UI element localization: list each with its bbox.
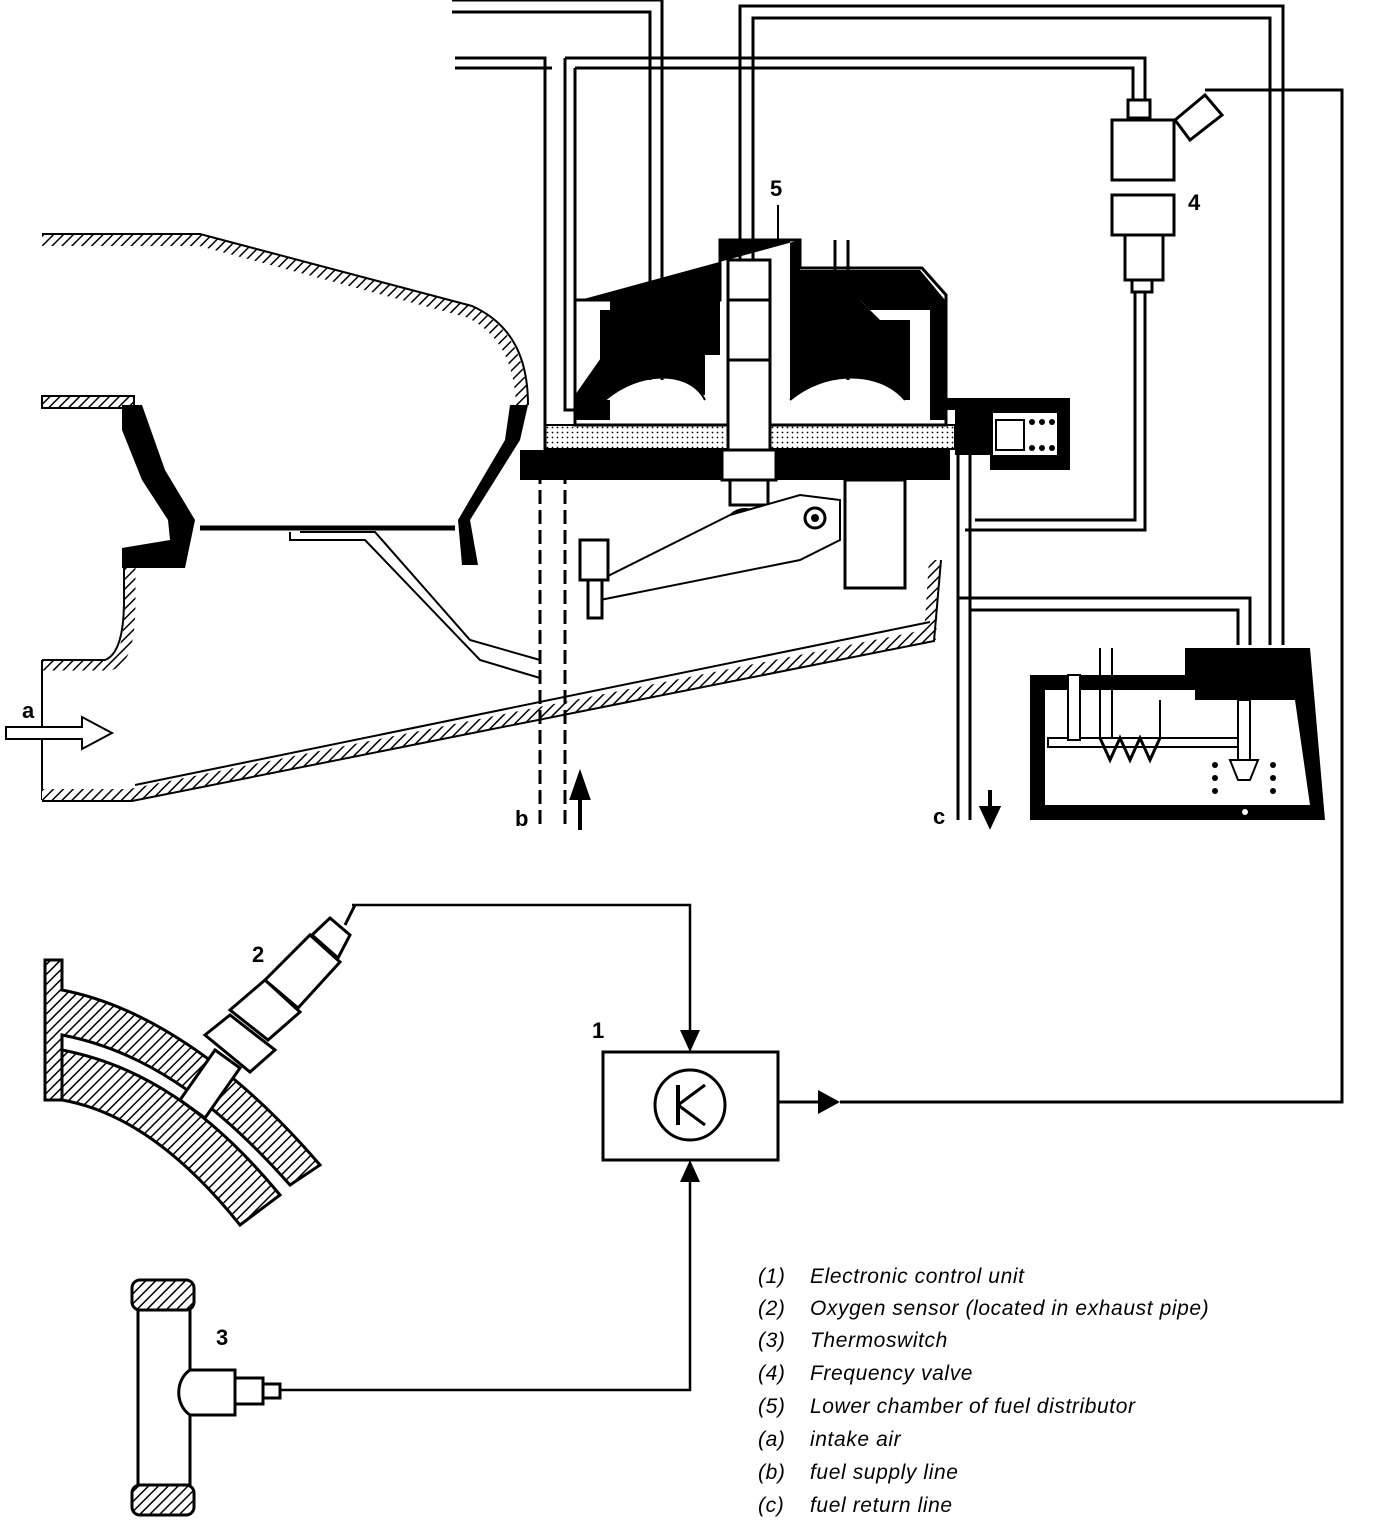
label-3: 3 (216, 1325, 228, 1350)
return-arrow-icon (978, 790, 1002, 830)
legend-text-1: Electronic control unit (810, 1265, 1025, 1288)
label-4: 4 (1188, 190, 1201, 215)
intake-air-arrow-icon (5, 715, 115, 751)
legend: (1) Electronic control unit (2) Oxygen s… (758, 1265, 1209, 1517)
label-2: 2 (252, 942, 264, 967)
legend-code-2: (2) (758, 1297, 785, 1320)
frequency-valve (1110, 92, 1225, 294)
legend-code-c: (c) (758, 1494, 784, 1517)
supply-arrow-icon (569, 768, 591, 830)
legend-code-3: (3) (758, 1329, 785, 1352)
differential-pressure-valve (1030, 648, 1325, 820)
legend-text-2: Oxygen sensor (located in exhaust pipe) (810, 1297, 1209, 1320)
legend-text-c: fuel return line (810, 1494, 953, 1517)
label-b: b (515, 806, 528, 831)
label-1: 1 (592, 1018, 604, 1043)
legend-text-b: fuel supply line (810, 1461, 959, 1484)
label-c: c (933, 804, 945, 829)
legend-text-4: Frequency valve (810, 1362, 973, 1385)
electronic-control-unit (601, 1050, 818, 1162)
oxygen-sensor (177, 904, 357, 1121)
intake-housing (41, 233, 942, 802)
legend-text-5: Lower chamber of fuel distributor (810, 1395, 1136, 1418)
legend-text-a: intake air (810, 1428, 902, 1451)
label-a: a (22, 698, 35, 723)
legend-code-a: (a) (758, 1428, 785, 1451)
control-pressure-valve (940, 398, 1070, 470)
legend-code-5: (5) (758, 1395, 785, 1418)
signal-wires (280, 903, 692, 1392)
legend-text-3: Thermoswitch (810, 1329, 948, 1352)
wire-arrowheads (680, 1030, 840, 1182)
label-5: 5 (770, 176, 782, 201)
legend-code-b: (b) (758, 1461, 785, 1484)
fuel-distributor (520, 20, 956, 507)
legend-code-1: (1) (758, 1265, 785, 1288)
exhaust-pipe (43, 958, 323, 1228)
legend-code-4: (4) (758, 1362, 785, 1385)
sensor-plate-lever (578, 478, 907, 620)
thermoswitch (130, 1278, 282, 1517)
